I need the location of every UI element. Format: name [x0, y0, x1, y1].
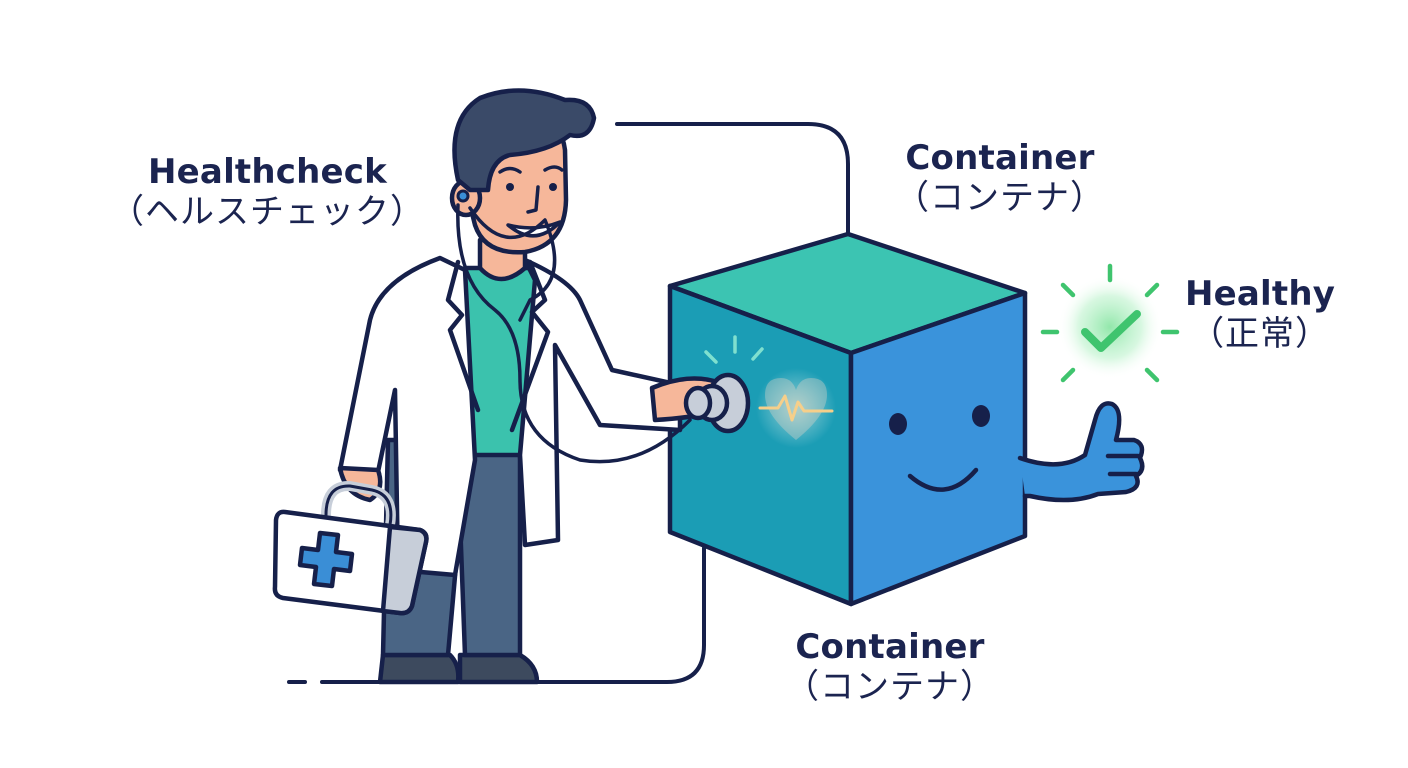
earpiece	[456, 189, 470, 203]
left-shoe	[377, 652, 461, 685]
connector-lines	[287, 122, 850, 684]
coat-right	[517, 257, 683, 548]
heartbeat-icon	[704, 335, 836, 448]
hair	[452, 88, 597, 193]
doctor-with-stethoscope-icon	[337, 88, 751, 685]
healthy-label-en: Healthy	[1185, 274, 1336, 314]
container-label-top-ja: （コンテナ）	[895, 178, 1105, 219]
kit-cross	[297, 530, 355, 589]
connector-top	[615, 122, 850, 236]
cube-right-face	[848, 290, 1028, 607]
healthcheck-label-ja: （ヘルスチェック）	[110, 192, 425, 233]
cube-smile	[907, 467, 979, 492]
container-label-top: Container （コンテナ）	[895, 138, 1105, 218]
healthcheck-label: Healthcheck （ヘルスチェック）	[110, 152, 425, 232]
healthy-status-label: Healthy （正常）	[1185, 274, 1335, 354]
thumbs-up-icon	[1017, 401, 1145, 503]
container-label-top-en: Container	[905, 138, 1095, 178]
cube-face	[889, 405, 990, 492]
connector-bottom	[320, 546, 706, 684]
container-label-bottom: Container （コンテナ）	[785, 627, 995, 707]
healthy-label-ja: （正常）	[1190, 314, 1331, 355]
right-shoe	[457, 652, 540, 685]
cube-right-eye	[972, 405, 990, 427]
coat-left	[337, 255, 478, 578]
container-cube	[667, 231, 1028, 607]
cube-left-eye	[889, 413, 907, 435]
healthcheck-label-en: Healthcheck	[148, 152, 387, 192]
container-label-bottom-en: Container	[795, 627, 985, 667]
stethoscope-tube	[456, 203, 692, 464]
container-label-bottom-ja: （コンテナ）	[785, 667, 995, 708]
check-mark-icon	[1040, 263, 1180, 383]
first-aid-kit-icon	[272, 481, 429, 616]
